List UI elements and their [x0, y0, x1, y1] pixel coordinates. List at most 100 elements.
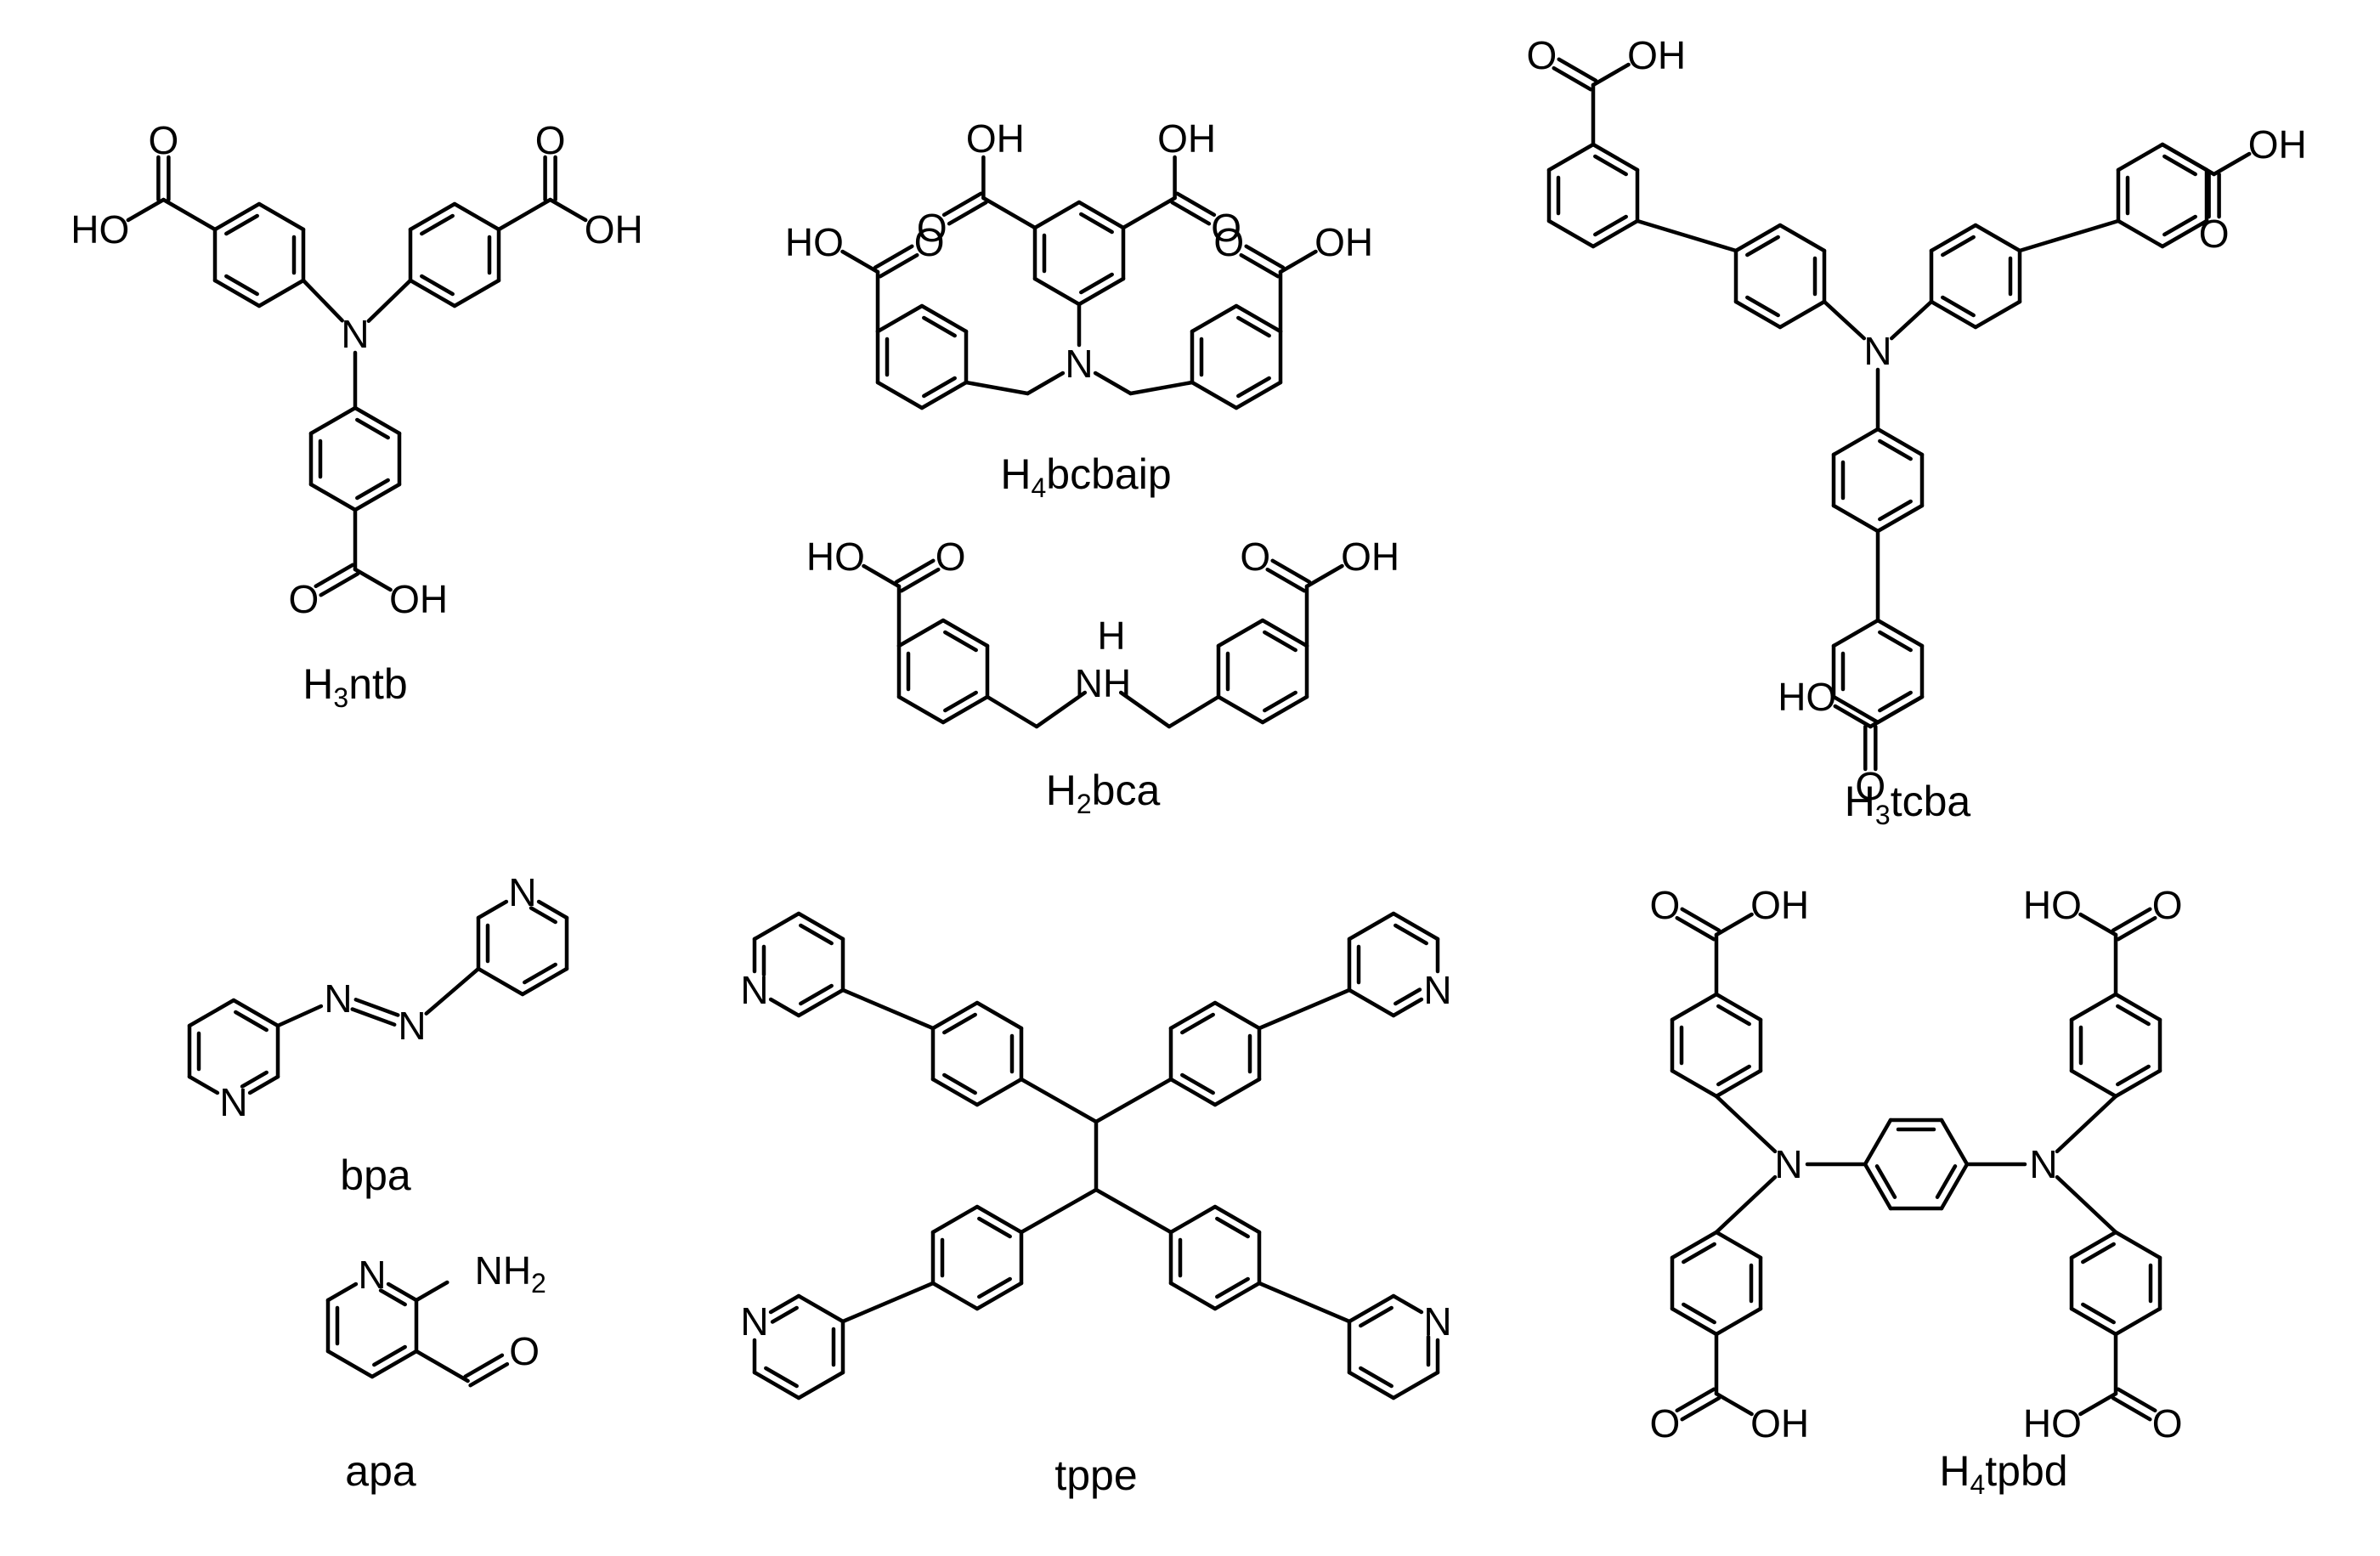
- single-bond: [1034, 690, 1088, 729]
- aromatic-double-bond: [2081, 1302, 2116, 1325]
- aromatic-double-bond: [799, 923, 834, 946]
- single-bond: [1863, 1117, 1893, 1167]
- aromatic-double-bond: [240, 1070, 269, 1089]
- single-bond: [930, 1281, 980, 1311]
- hydroxyl-group: OH: [2248, 122, 2307, 167]
- single-bond: [1347, 911, 1396, 942]
- amine-nitrogen-atom: N: [341, 312, 369, 356]
- double-bond: [1170, 200, 1212, 226]
- single-bond: [1234, 380, 1283, 410]
- compound-captions: H3ntb H4bcbaip H2bca H3tcba bpa apa tppe…: [302, 450, 2067, 1500]
- single-bond: [325, 1349, 375, 1379]
- hydroxyl-group: OH: [389, 577, 448, 621]
- single-bond: [1094, 1187, 1173, 1235]
- single-bond: [408, 201, 457, 232]
- single-bond: [1670, 1306, 1719, 1337]
- double-bond: [1557, 57, 1598, 83]
- double-bond: [468, 1361, 510, 1388]
- aromatic-double-bond: [1682, 1242, 1716, 1265]
- carbonyl-oxygen-atom: O: [149, 118, 179, 162]
- hydroxyl-group: OH: [1750, 1401, 1809, 1446]
- single-bond: [1939, 1162, 1970, 1211]
- carbonyl-oxygen-atom: O: [1650, 1401, 1681, 1446]
- single-bond: [768, 997, 801, 1018]
- aromatic-double-bond: [1935, 1164, 1958, 1199]
- aromatic-double-bond: [1878, 439, 1913, 461]
- hydroxyl-group: OH: [1750, 883, 1809, 927]
- single-bond: [1939, 1117, 1970, 1167]
- carbonyl-oxygen-atom: O: [2152, 1401, 2183, 1446]
- aromatic-double-bond: [1716, 1004, 1751, 1027]
- single-bond: [1019, 1077, 1099, 1124]
- single-bond: [2113, 1306, 2162, 1337]
- carbonyl-oxygen-atom: O: [914, 220, 945, 264]
- caption-h2bca: H2bca: [1046, 767, 1161, 819]
- single-bond: [768, 1293, 801, 1315]
- double-bond: [1675, 915, 1716, 942]
- single-bond: [370, 1349, 419, 1379]
- double-bond: [353, 998, 400, 1017]
- single-bond: [1929, 299, 1978, 330]
- ring-nitrogen-atom: N: [740, 1299, 768, 1344]
- aromatic-double-bond: [355, 478, 390, 501]
- single-bond: [1167, 694, 1221, 729]
- single-bond: [2160, 218, 2209, 249]
- aromatic-double-bond: [1874, 1164, 1897, 1199]
- double-bond: [350, 1007, 397, 1027]
- double-bond: [1680, 1395, 1721, 1422]
- aromatic-double-bond: [372, 1344, 407, 1367]
- single-bond: [496, 197, 552, 232]
- ring-nitrogen-atom: N: [1423, 968, 1451, 1012]
- aromatic-double-bond: [1263, 630, 1297, 653]
- single-bond: [2116, 142, 2165, 173]
- single-bond: [875, 380, 924, 410]
- single-bond: [476, 899, 509, 920]
- single-bond: [1077, 200, 1126, 230]
- single-bond: [1347, 987, 1396, 1018]
- aromatic-double-bond: [1236, 315, 1271, 338]
- caption-bpa: bpa: [340, 1151, 411, 1199]
- single-bond: [2113, 1230, 2162, 1260]
- aromatic-double-bond: [1359, 1305, 1394, 1328]
- aromatic-double-bond: [977, 1216, 1012, 1239]
- single-bond: [1875, 427, 1925, 457]
- carbonyl-oxygen-atom: O: [2152, 883, 2183, 927]
- single-bond: [1973, 299, 2022, 330]
- single-bond: [896, 694, 946, 725]
- double-bond: [1175, 191, 1217, 218]
- double-bond: [2116, 915, 2157, 942]
- hydroxyl-group: HO: [785, 220, 844, 264]
- single-bond: [1822, 299, 1867, 341]
- hydroxyl-group: HO: [2023, 883, 2082, 927]
- single-bond: [752, 911, 801, 942]
- single-bond: [408, 278, 457, 308]
- aromatic-double-bond: [2081, 1242, 2116, 1265]
- single-bond: [275, 1004, 324, 1028]
- single-bond: [941, 618, 990, 648]
- double-bond: [319, 571, 360, 597]
- double-bond: [1675, 1387, 1716, 1413]
- single-bond: [975, 1077, 1024, 1107]
- single-bond: [796, 911, 845, 942]
- single-bond: [476, 966, 525, 997]
- single-bond: [1714, 1391, 1754, 1417]
- single-bond: [1591, 62, 1631, 88]
- single-bond: [386, 1282, 419, 1303]
- aromatic-double-bond: [234, 1010, 269, 1033]
- single-bond: [353, 482, 402, 512]
- single-bond: [919, 303, 969, 334]
- single-bond: [2212, 151, 2252, 177]
- hydroxyl-group: OH: [1627, 33, 1686, 77]
- hydroxyl-group: HO: [806, 535, 865, 579]
- aromatic-double-bond: [770, 1305, 799, 1324]
- aromatic-double-bond: [922, 376, 957, 399]
- single-bond: [414, 1280, 449, 1303]
- single-bond: [1257, 987, 1352, 1031]
- double-bond: [1270, 558, 1312, 585]
- single-bond: [1260, 694, 1309, 725]
- single-bond: [1077, 276, 1126, 307]
- single-bond: [1714, 1068, 1763, 1099]
- single-bond: [1019, 1187, 1099, 1235]
